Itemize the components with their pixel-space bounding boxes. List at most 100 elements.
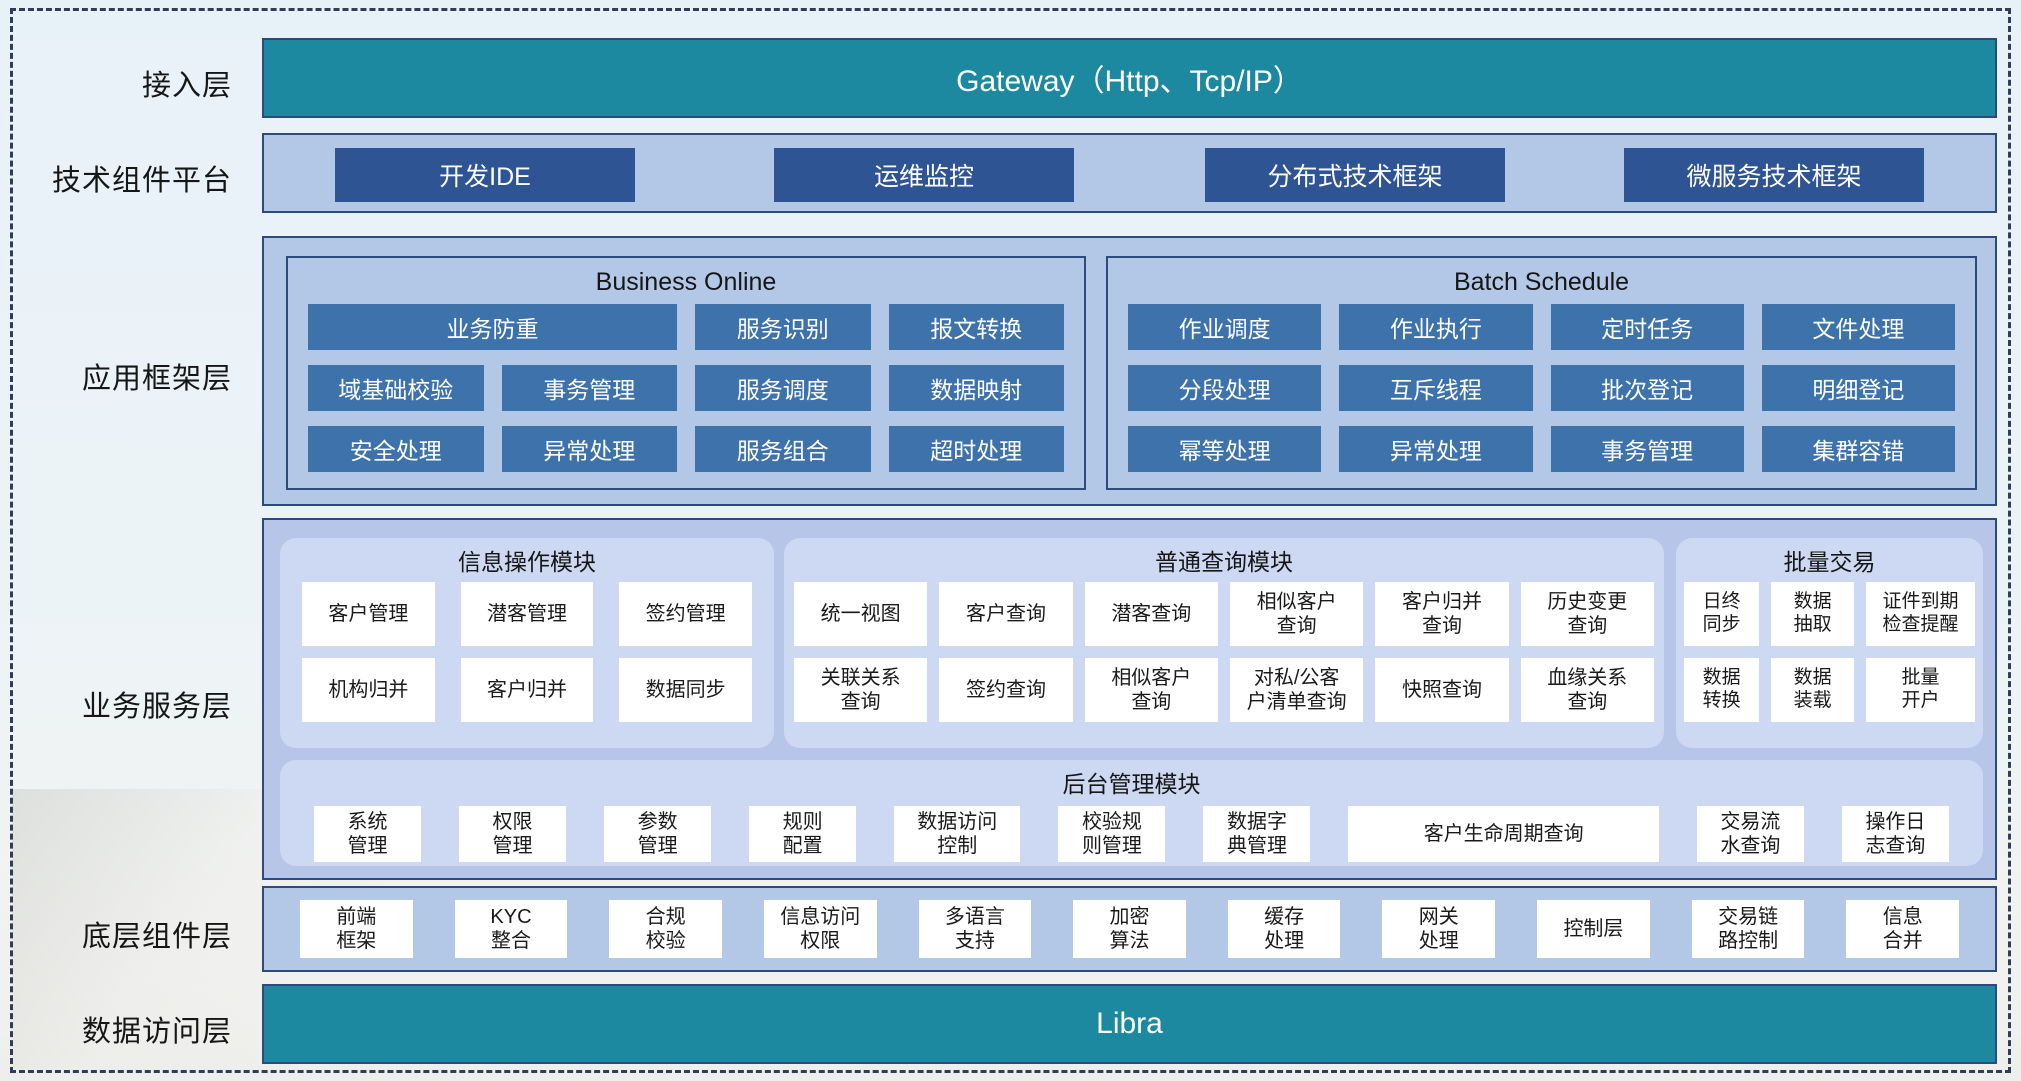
query-module-chip: 历史变更 查询 bbox=[1520, 582, 1654, 646]
layer-label-access: 接入层 bbox=[141, 70, 232, 102]
info-operation-module: 信息操作模块 客户管理潜客管理签约管理机构归并客户归并数据同步 bbox=[280, 538, 774, 748]
batch-trade-grid: 日终 同步数据 抽取证件到期 检查提醒数据 转换数据 装载批量 开户 bbox=[1676, 578, 1983, 722]
component-chip: 缓存 处理 bbox=[1227, 900, 1341, 958]
batch-schedule-title: Batch Schedule bbox=[1453, 268, 1630, 296]
business-online-grid: 业务防重服务识别报文转换域基础校验事务管理服务调度数据映射安全处理异常处理服务组… bbox=[288, 300, 1084, 472]
query-module-chip: 相似客户 查询 bbox=[1229, 582, 1364, 646]
admin-module-chip: 校验规 则管理 bbox=[1058, 806, 1166, 862]
business-online-chip: 服务组合 bbox=[695, 426, 871, 472]
query-module-chip: 血缘关系 查询 bbox=[1520, 658, 1654, 722]
query-module-chip: 快照查询 bbox=[1375, 658, 1509, 722]
query-module-chip: 统一视图 bbox=[794, 582, 928, 646]
data-access-bar-label: Libra bbox=[1096, 1007, 1163, 1040]
tech-platform-button: 开发IDE bbox=[335, 148, 635, 202]
component-chip: 网关 处理 bbox=[1382, 900, 1496, 958]
admin-module-chip: 数据访问 控制 bbox=[894, 806, 1021, 862]
query-module-chip: 关联关系 查询 bbox=[794, 658, 928, 722]
admin-module-chip: 权限 管理 bbox=[459, 806, 567, 862]
admin-module-chip: 交易流 水查询 bbox=[1696, 806, 1804, 862]
business-online-chip: 异常处理 bbox=[501, 426, 677, 472]
common-query-module: 普通查询模块 统一视图客户查询潜客查询相似客户 查询客户归并 查询历史变更 查询… bbox=[784, 538, 1664, 748]
batch-trade-chip: 数据 抽取 bbox=[1771, 582, 1854, 646]
query-module-chip: 潜客查询 bbox=[1084, 582, 1218, 646]
info-module-chip: 潜客管理 bbox=[460, 582, 594, 646]
info-operation-title: 信息操作模块 bbox=[458, 549, 596, 575]
business-online-chip: 域基础校验 bbox=[308, 365, 484, 411]
business-online-chip: 报文转换 bbox=[888, 304, 1064, 350]
batch-trade-chip: 数据 装载 bbox=[1771, 658, 1854, 722]
batch-trade-title: 批量交易 bbox=[1783, 549, 1876, 575]
data-access-bar: Libra bbox=[262, 984, 1997, 1064]
query-module-chip: 客户查询 bbox=[939, 582, 1073, 646]
admin-module-chip: 数据字 典管理 bbox=[1203, 806, 1311, 862]
admin-module: 后台管理模块 系统 管理权限 管理参数 管理规则 配置数据访问 控制校验规 则管… bbox=[280, 760, 1983, 866]
batch-schedule-chip: 作业调度 bbox=[1128, 304, 1322, 350]
business-online-title: Business Online bbox=[595, 268, 777, 296]
batch-schedule-chip: 幂等处理 bbox=[1128, 426, 1322, 472]
batch-schedule-chip: 互斥线程 bbox=[1339, 365, 1533, 411]
business-online-chip: 业务防重 bbox=[308, 304, 677, 350]
info-module-chip: 机构归并 bbox=[302, 658, 435, 722]
gateway-bar-label: Gateway（Http、Tcp/IP） bbox=[956, 65, 1303, 98]
batch-schedule-chip: 定时任务 bbox=[1550, 304, 1744, 350]
batch-schedule-chip: 批次登记 bbox=[1550, 365, 1744, 411]
component-chip: 控制层 bbox=[1537, 900, 1650, 958]
common-query-grid: 统一视图客户查询潜客查询相似客户 查询客户归并 查询历史变更 查询关联关系 查询… bbox=[784, 578, 1664, 722]
common-query-title: 普通查询模块 bbox=[1155, 549, 1293, 575]
admin-module-chip: 操作日 志查询 bbox=[1841, 806, 1949, 862]
query-module-chip: 对私/公客 户清单查询 bbox=[1229, 658, 1364, 722]
component-chip: 信息访问 权限 bbox=[763, 900, 877, 958]
batch-schedule-chip: 作业执行 bbox=[1339, 304, 1533, 350]
batch-schedule-panel: Batch Schedule 作业调度作业执行定时任务文件处理分段处理互斥线程批… bbox=[1106, 256, 1977, 490]
query-module-chip: 签约查询 bbox=[939, 658, 1073, 722]
query-module-chip: 客户归并 查询 bbox=[1375, 582, 1509, 646]
tech-platform-button: 分布式技术框架 bbox=[1205, 148, 1505, 202]
batch-trade-chip: 数据 转换 bbox=[1684, 658, 1760, 722]
admin-module-title: 后台管理模块 bbox=[1062, 771, 1201, 797]
layer-label-dataaccess: 数据访问层 bbox=[81, 1016, 232, 1048]
tech-platform-button: 微服务技术框架 bbox=[1624, 148, 1924, 202]
layer-label-service: 业务服务层 bbox=[81, 691, 232, 723]
component-chip: 合规 校验 bbox=[609, 900, 722, 958]
info-module-chip: 客户归并 bbox=[460, 658, 594, 722]
component-chip: 多语言 支持 bbox=[918, 900, 1032, 958]
business-online-panel: Business Online 业务防重服务识别报文转换域基础校验事务管理服务调… bbox=[286, 256, 1086, 490]
admin-module-row: 系统 管理权限 管理参数 管理规则 配置数据访问 控制校验规 则管理数据字 典管… bbox=[280, 800, 1983, 862]
service-layer-band: 信息操作模块 客户管理潜客管理签约管理机构归并客户归并数据同步 普通查询模块 统… bbox=[262, 518, 1997, 880]
business-online-chip: 超时处理 bbox=[888, 426, 1064, 472]
batch-schedule-chip: 明细登记 bbox=[1761, 365, 1955, 411]
component-chip: 信息 合并 bbox=[1846, 900, 1960, 958]
info-module-chip: 客户管理 bbox=[302, 582, 435, 646]
business-online-chip: 数据映射 bbox=[888, 365, 1064, 411]
info-module-chip: 数据同步 bbox=[619, 658, 752, 722]
batch-schedule-chip: 事务管理 bbox=[1550, 426, 1744, 472]
admin-module-chip: 参数 管理 bbox=[604, 806, 712, 862]
component-chip: KYC 整合 bbox=[454, 900, 568, 958]
business-online-chip: 服务识别 bbox=[695, 304, 871, 350]
admin-module-chip: 客户生命周期查询 bbox=[1348, 806, 1659, 862]
admin-module-chip: 系统 管理 bbox=[314, 806, 422, 862]
info-module-chip: 签约管理 bbox=[619, 582, 752, 646]
batch-schedule-chip: 异常处理 bbox=[1339, 426, 1533, 472]
layer-label-tech: 技术组件平台 bbox=[51, 165, 232, 197]
info-operation-grid: 客户管理潜客管理签约管理机构归并客户归并数据同步 bbox=[280, 578, 774, 722]
tech-platform-button: 运维监控 bbox=[774, 148, 1074, 202]
admin-module-chip: 规则 配置 bbox=[749, 806, 857, 862]
business-online-chip: 安全处理 bbox=[308, 426, 484, 472]
query-module-chip: 相似客户 查询 bbox=[1084, 658, 1218, 722]
batch-trade-chip: 日终 同步 bbox=[1684, 582, 1760, 646]
business-online-chip: 服务调度 bbox=[695, 365, 871, 411]
component-chip: 加密 算法 bbox=[1073, 900, 1186, 958]
batch-trade-chip: 证件到期 检查提醒 bbox=[1865, 582, 1975, 646]
layer-label-framework: 应用框架层 bbox=[81, 363, 232, 395]
tech-platform-band: 开发IDE 运维监控 分布式技术框架 微服务技术框架 bbox=[262, 133, 1997, 213]
app-framework-band: Business Online 业务防重服务识别报文转换域基础校验事务管理 服务调… bbox=[262, 236, 1997, 506]
component-chip: 交易链 路控制 bbox=[1691, 900, 1805, 958]
batch-schedule-grid: 作业调度作业执行定时任务文件处理分段处理互斥线程批次登记明细登记幂等处理异常处理… bbox=[1108, 300, 1975, 472]
gateway-bar: Gateway（Http、Tcp/IP） bbox=[262, 38, 1997, 118]
batch-schedule-chip: 集群容错 bbox=[1761, 426, 1955, 472]
batch-schedule-chip: 分段处理 bbox=[1128, 365, 1322, 411]
